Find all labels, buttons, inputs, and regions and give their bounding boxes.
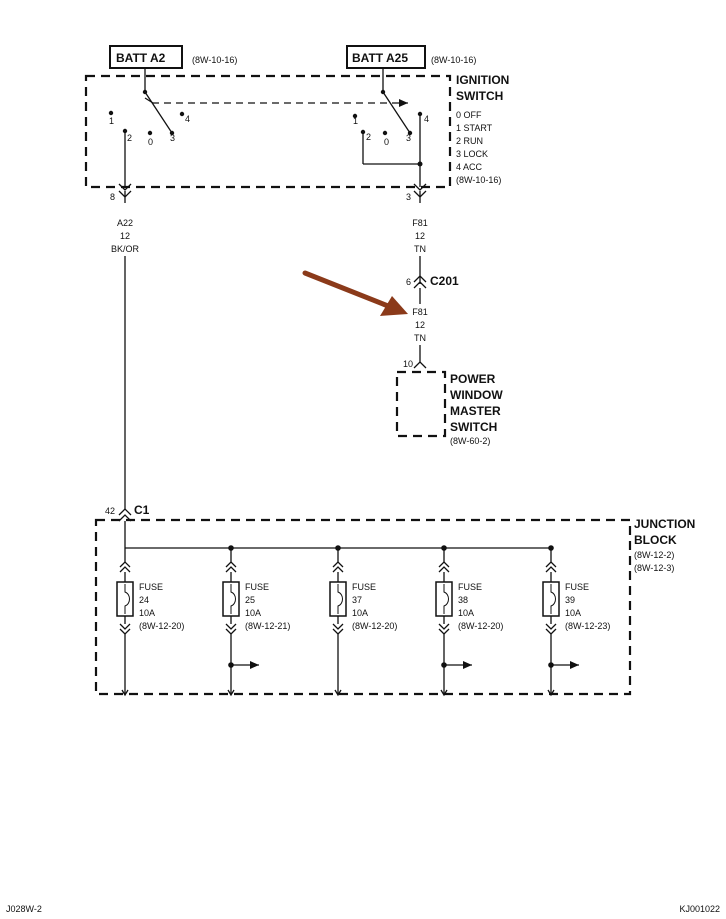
fuse-ref: (8W-12-20) [458, 621, 503, 631]
batt-a2-box: BATT A2 [109, 45, 183, 69]
fuse-number: 39 [565, 595, 575, 605]
power-window-line-3: MASTER [450, 404, 501, 418]
left-contact-2: 2 [127, 133, 132, 143]
wire-f81-lower-gauge: 12 [415, 320, 425, 330]
wire-f81-circuit: F81 [412, 218, 428, 228]
pointer-arrow [302, 270, 408, 316]
wire-a22 [118, 183, 132, 509]
wire-f81-upper [413, 183, 427, 284]
fuse-25: FUSE 25 10A (8W-12-21) [222, 545, 290, 697]
bus-bar [124, 521, 551, 549]
fuse-37: FUSE 37 10A (8W-12-20) [329, 545, 397, 697]
right-contact-3: 3 [406, 133, 411, 143]
wire-a22-circuit: A22 [117, 218, 133, 228]
fuse-rating: 10A [139, 608, 155, 618]
right-contact-1: 1 [353, 116, 358, 126]
wire-f81-lower-circuit: F81 [412, 307, 428, 317]
batt-a25-box: BATT A25 [346, 45, 426, 69]
fuse-label: FUSE [352, 582, 376, 592]
connector-c1-label: C1 [134, 503, 150, 517]
fuse-number: 38 [458, 595, 468, 605]
ignition-switch-right [352, 68, 423, 187]
fuse-label: FUSE [458, 582, 482, 592]
power-window-line-1: POWER [450, 372, 496, 386]
svg-text:BATT A25: BATT A25 [352, 51, 408, 65]
connector-c201-label: C201 [430, 274, 459, 288]
footer-right-code: KJ001022 [679, 904, 720, 914]
fuse-number: 37 [352, 595, 362, 605]
fuse-ref: (8W-12-23) [565, 621, 610, 631]
connector-c201-pin: 6 [406, 277, 411, 287]
power-window-switch-box [395, 370, 447, 438]
ignition-position-2: 2 RUN [456, 136, 483, 146]
ignition-switch-left [108, 68, 408, 187]
ignition-switch-ref: (8W-10-16) [456, 175, 501, 185]
junction-block-line-2: BLOCK [634, 533, 677, 547]
connector-c1-pin: 42 [105, 506, 115, 516]
fuse-number: 25 [245, 595, 255, 605]
right-contact-2: 2 [366, 132, 371, 142]
junction-block-ref-1: (8W-12-2) [634, 550, 674, 560]
wire-f81-gauge: 12 [415, 231, 425, 241]
fuse-39: FUSE 39 10A (8W-12-23) [542, 545, 610, 697]
wire-a22-pin: 8 [110, 192, 115, 202]
ignition-position-1: 1 START [456, 123, 493, 133]
fuse-rating: 10A [458, 608, 474, 618]
power-window-ref: (8W-60-2) [450, 436, 490, 446]
wire-a22-color: BK/OR [111, 244, 140, 254]
power-window-line-2: WINDOW [450, 388, 503, 402]
ignition-switch-box [84, 74, 452, 189]
junction-block-line-1: JUNCTION [634, 517, 695, 531]
wire-f81-pin: 3 [406, 192, 411, 202]
left-contact-3: 3 [170, 133, 175, 143]
fuse-24: FUSE 24 10A (8W-12-20) [116, 548, 184, 697]
fuse-columns: FUSE2410A(8W-12-20)FUSE2510A(8W-12-21)FU… [116, 545, 610, 697]
wire-f81-color: TN [414, 244, 426, 254]
batt-a2-ref: (8W-10-16) [192, 55, 237, 65]
fuse-ref: (8W-12-21) [245, 621, 290, 631]
wire-f81-lower [413, 345, 427, 369]
fuse-label: FUSE [565, 582, 589, 592]
fuse-rating: 10A [352, 608, 368, 618]
fuse-rating: 10A [565, 608, 581, 618]
fuse-rating: 10A [245, 608, 261, 618]
ignition-position-4: 4 ACC [456, 162, 483, 172]
fuse-number: 24 [139, 595, 149, 605]
wire-a22-gauge: 12 [120, 231, 130, 241]
left-contact-1: 1 [109, 116, 114, 126]
ignition-switch-title-2: SWITCH [456, 89, 503, 103]
batt-a25-ref: (8W-10-16) [431, 55, 476, 65]
ignition-position-3: 3 LOCK [456, 149, 488, 159]
left-contact-4: 4 [185, 114, 190, 124]
junction-block-ref-2: (8W-12-3) [634, 563, 674, 573]
connector-c201 [413, 275, 427, 304]
right-contact-4: 4 [424, 114, 429, 124]
svg-text:BATT A2: BATT A2 [116, 51, 166, 65]
ignition-position-0: 0 OFF [456, 110, 482, 120]
fuse-label: FUSE [139, 582, 163, 592]
left-contact-0: 0 [148, 137, 153, 147]
fuse-ref: (8W-12-20) [139, 621, 184, 631]
junction-block-box [94, 518, 632, 696]
fuse-label: FUSE [245, 582, 269, 592]
fuse-38: FUSE 38 10A (8W-12-20) [435, 545, 503, 697]
wire-f81-lower-color: TN [414, 333, 426, 343]
right-contact-0: 0 [384, 137, 389, 147]
fuse-ref: (8W-12-20) [352, 621, 397, 631]
ignition-switch-title-1: IGNITION [456, 73, 509, 87]
footer-left-code: J028W-2 [6, 904, 42, 914]
power-window-line-4: SWITCH [450, 420, 497, 434]
wire-f81-lower-pin: 10 [403, 359, 413, 369]
